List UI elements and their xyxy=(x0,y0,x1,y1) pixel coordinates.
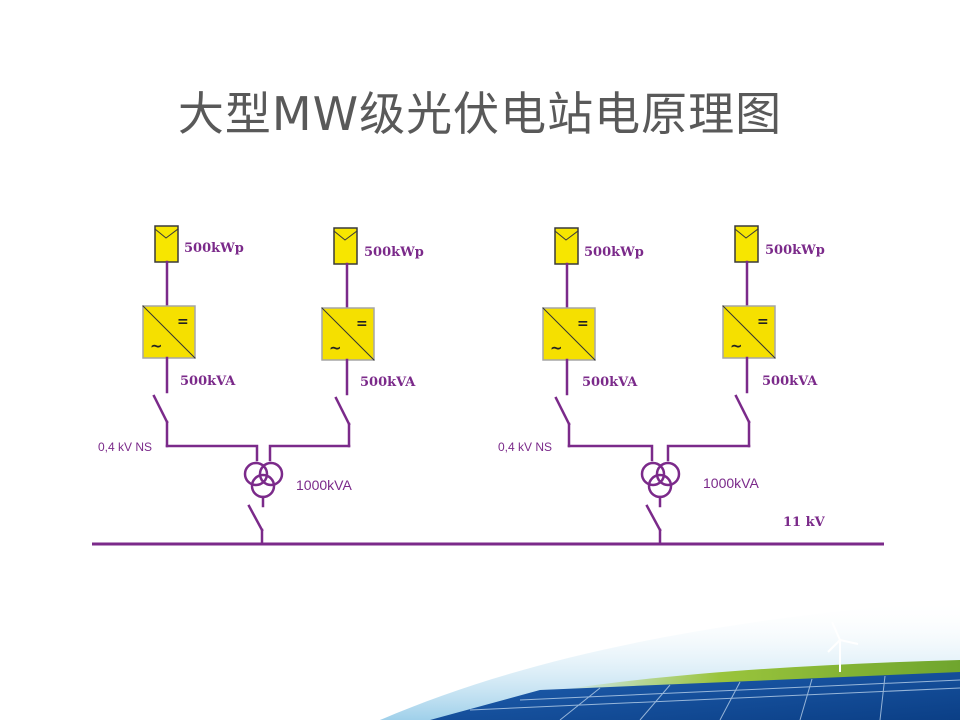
switch-icon xyxy=(645,504,662,532)
lv-label: 0,4 kV NS xyxy=(98,440,152,454)
inverter-label: 500kVA xyxy=(360,375,416,390)
switch-icon xyxy=(247,504,264,532)
pv-panel-icon xyxy=(734,225,759,263)
pv-panel-icon xyxy=(154,225,179,263)
branch-1-2: 500kWp = ~ 500kVA xyxy=(321,227,424,448)
svg-text:~: ~ xyxy=(150,337,163,355)
group-2: 500kWp = ~ 500kVA 500kWp xyxy=(498,225,825,546)
inverter-label: 500kVA xyxy=(582,375,638,390)
inverter-label: 500kVA xyxy=(762,374,818,389)
group-1: 500kWp = ~ 500kVA 500kWp xyxy=(98,225,424,546)
inverter-label: 500kVA xyxy=(180,374,236,389)
footer-decoration xyxy=(380,600,960,720)
panel-label: 500kWp xyxy=(184,241,244,256)
switch-icon xyxy=(554,396,571,426)
switch-icon xyxy=(152,394,169,424)
branch-1-1: 500kWp = ~ 500kVA xyxy=(142,225,244,448)
panel-label: 500kWp xyxy=(364,245,424,260)
branch-2-1: 500kWp = ~ 500kVA xyxy=(542,227,644,448)
transformer-icon xyxy=(640,461,681,499)
svg-text:~: ~ xyxy=(550,339,563,357)
svg-text:~: ~ xyxy=(730,337,743,355)
panel-label: 500kWp xyxy=(765,243,825,258)
transformer-label: 1000kVA xyxy=(703,475,759,491)
pv-panel-icon xyxy=(554,227,579,265)
switch-icon xyxy=(334,396,351,426)
inverter-icon: = ~ xyxy=(542,307,596,361)
inverter-icon: = ~ xyxy=(142,305,196,359)
wind-turbine-icon xyxy=(827,621,859,672)
slide-title: 大型MW级光伏电站电原理图 xyxy=(177,87,783,141)
bus-label: 11 kV xyxy=(783,515,826,530)
panel-label: 500kWp xyxy=(584,245,644,260)
svg-text:=: = xyxy=(577,316,589,332)
svg-text:=: = xyxy=(356,316,368,332)
pv-panel-icon xyxy=(333,227,358,265)
svg-text:=: = xyxy=(757,314,769,330)
branch-2-2: 500kWp = ~ 500kVA xyxy=(722,225,825,448)
svg-text:=: = xyxy=(177,314,189,330)
inverter-icon: = ~ xyxy=(321,307,375,361)
lv-label: 0,4 kV NS xyxy=(498,440,552,454)
transformer-icon xyxy=(243,461,284,499)
transformer-label: 1000kVA xyxy=(296,477,352,493)
switch-icon xyxy=(734,394,751,424)
inverter-icon: = ~ xyxy=(722,305,776,359)
svg-text:~: ~ xyxy=(329,339,342,357)
